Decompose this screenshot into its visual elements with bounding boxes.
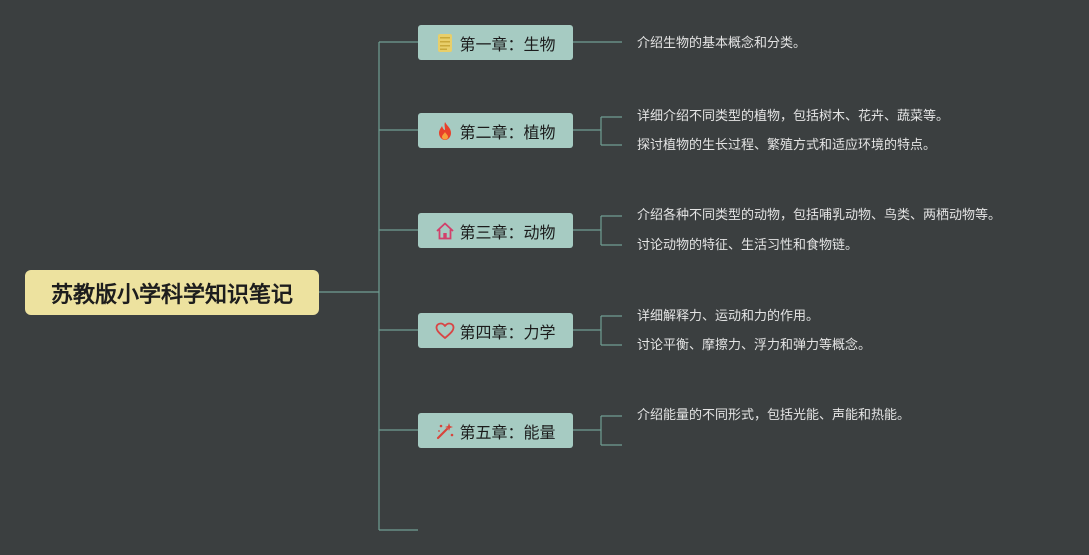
- chapter-node-3[interactable]: 第三章：动物: [418, 213, 573, 248]
- chapter-label: 第五章：能量: [459, 422, 556, 442]
- chapter-5-item-1: 介绍能量的不同形式，包括光能、声能和热能。: [637, 408, 911, 423]
- chapter-4-item-2: 讨论平衡、摩擦力、浮力和弹力等概念。: [637, 338, 872, 353]
- chapter-4-item-1: 详细解释力、运动和力的作用。: [637, 309, 820, 324]
- chapter-2-item-2: 探讨植物的生长过程、繁殖方式和适应环境的特点。: [637, 138, 937, 153]
- chapter-node-1[interactable]: 第一章：生物: [418, 25, 573, 60]
- root-title: 苏教版小学科学知识笔记: [50, 282, 293, 308]
- chapter-node-2[interactable]: 第二章：植物: [418, 113, 573, 148]
- fire-icon: [435, 121, 455, 141]
- ch4-desc-lines: [573, 315, 622, 346]
- chapter-3-item-2: 讨论动物的特征、生活习性和食物链。: [637, 238, 859, 253]
- home-icon: [435, 221, 455, 241]
- magic-wand-icon: [435, 421, 455, 441]
- chapter-label: 第三章：动物: [459, 222, 556, 242]
- chapter-node-5[interactable]: 第五章：能量: [418, 413, 573, 448]
- chapter-label: 第二章：植物: [459, 122, 556, 142]
- chapter-3-item-1: 介绍各种不同类型的动物，包括哺乳动物、鸟类、两栖动物等。: [637, 208, 1002, 223]
- ch2-desc-lines: [573, 116, 622, 146]
- ch3-desc-lines: [573, 215, 622, 246]
- chapter-label: 第四章：力学: [459, 322, 556, 342]
- notebook-icon: [435, 33, 455, 53]
- heart-icon: [435, 321, 455, 341]
- chapter-node-4[interactable]: 第四章：力学: [418, 313, 573, 348]
- root-node[interactable]: 苏教版小学科学知识笔记: [25, 270, 319, 315]
- chapter-1-item-1: 介绍生物的基本概念和分类。: [637, 36, 807, 51]
- chapter-2-item-1: 详细介绍不同类型的植物，包括树木、花卉、蔬菜等。: [637, 109, 950, 124]
- chapter-label: 第一章：生物: [459, 34, 556, 54]
- ch5-desc-lines: [573, 415, 622, 446]
